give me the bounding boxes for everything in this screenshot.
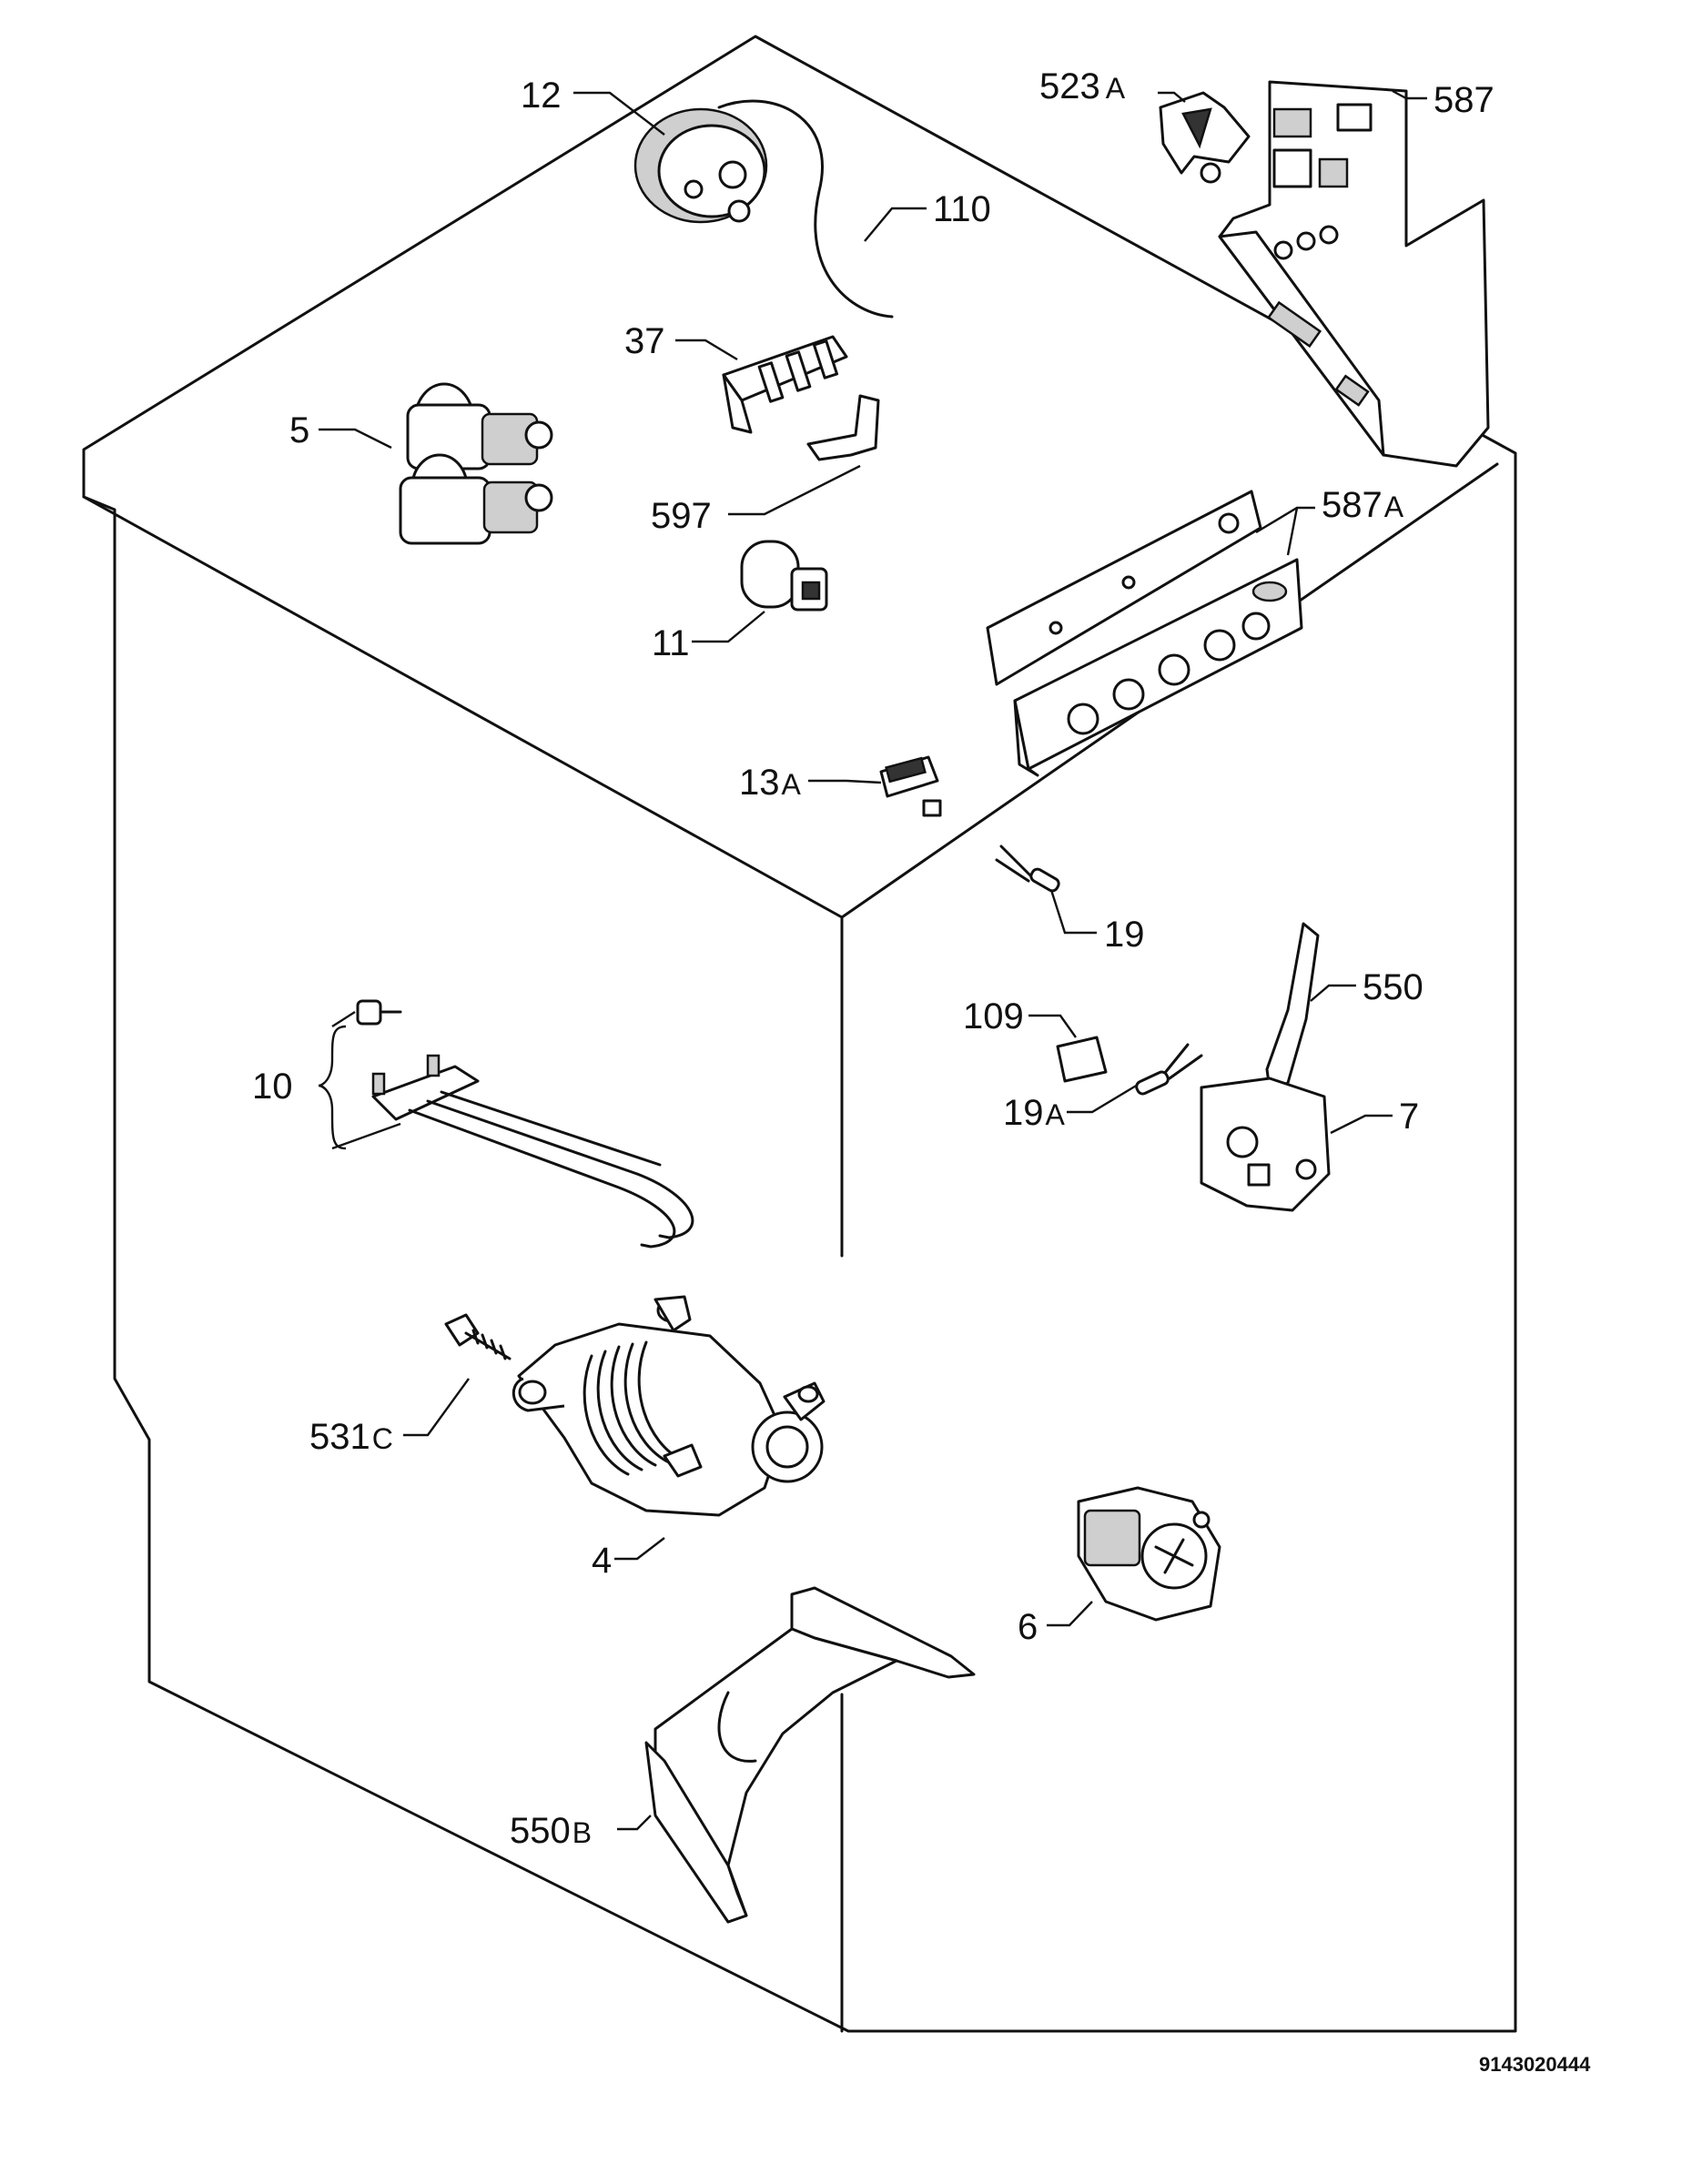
leader-lines: [318, 89, 1427, 1831]
pressure-hose-part: [717, 99, 894, 318]
label-5: 5: [289, 410, 309, 450]
cover-part: [1056, 1036, 1108, 1083]
label-587: 587: [1434, 80, 1494, 120]
screw-part: [444, 1313, 512, 1360]
label-109: 109: [963, 996, 1024, 1036]
label-4: 4: [592, 1541, 612, 1581]
label-19a: 19A: [1003, 1093, 1066, 1133]
label-587a: 587A: [1322, 485, 1404, 525]
label-110: 110: [933, 189, 991, 229]
capacitor-part: [740, 540, 828, 612]
label-19: 19: [1104, 915, 1145, 955]
plastic-guard-part: [644, 1586, 976, 1924]
thermistor-part: [995, 844, 1060, 893]
drawing-code: 9143020444: [1479, 2053, 1591, 2076]
label-13a: 13A: [739, 763, 802, 803]
door-interlock-part: [1200, 1077, 1331, 1212]
label-550b: 550B: [510, 1811, 592, 1851]
door-interlock-lever-part: [1265, 922, 1320, 1092]
label-531c: 531C: [309, 1417, 393, 1457]
display-board-part: [986, 490, 1303, 777]
main-control-module-part: [1218, 80, 1490, 468]
label-37: 37: [624, 321, 665, 361]
door-lock-unit-part: [1077, 1486, 1221, 1622]
label-12: 12: [521, 76, 562, 116]
small-connector-part: [879, 755, 942, 817]
label-11: 11: [652, 623, 690, 663]
label-597: 597: [651, 496, 712, 536]
drain-pump-part: [512, 1295, 826, 1517]
label-550: 550: [1363, 967, 1423, 1007]
pressure-switch-part: [633, 107, 768, 224]
label-10: 10: [252, 1067, 293, 1107]
clamp-part: [806, 394, 880, 461]
thermistor-part: [1135, 1043, 1203, 1096]
label-6: 6: [1018, 1607, 1038, 1647]
module-connector-part: [1159, 91, 1251, 184]
connector-block-part: [722, 335, 848, 434]
label-7: 7: [1399, 1097, 1419, 1137]
inlet-valve-part: [399, 382, 553, 545]
heating-element-part: [356, 999, 694, 1249]
